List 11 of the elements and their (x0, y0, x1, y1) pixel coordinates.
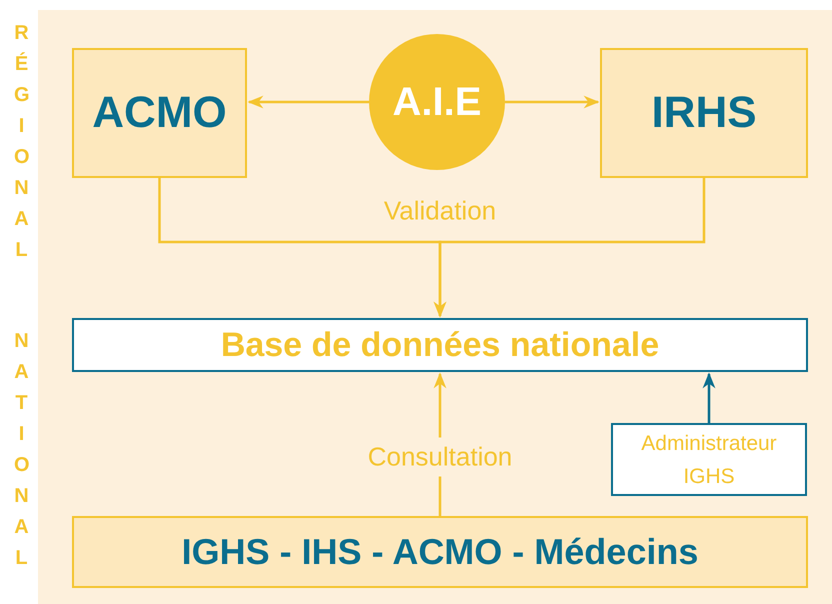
arrow (247, 96, 369, 108)
entity-box: IRHS (600, 48, 808, 178)
arrow (505, 96, 600, 108)
entity-box: ACMO (72, 48, 247, 178)
vertical-label: RÉGIONAL (13, 21, 36, 263)
arrow (702, 372, 716, 423)
admin-box: Administrateur IGHS (611, 423, 807, 496)
database-box: Base de données nationale (72, 318, 808, 372)
users-box: IGHS - IHS - ACMO - Médecins (72, 516, 808, 588)
arrow (434, 178, 706, 318)
vertical-label: NATIONAL (13, 329, 36, 571)
